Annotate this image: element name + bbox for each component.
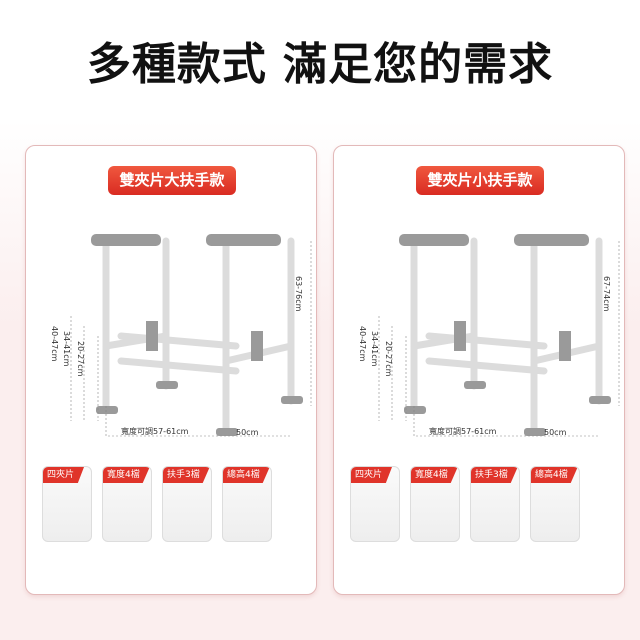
depth-label: 50cm [236,428,259,437]
depth-label: 50cm [544,428,567,437]
height-label-2: 34-41cm [62,331,71,367]
height-label-1: 40-47cm [50,326,59,362]
product-card: 雙夾片小扶手款 40-47cm 34-41cm 20-27cm 67-74cm … [333,145,625,595]
product-image [70,234,312,437]
product-card: 雙夾片大扶手款 40-47cm 34-41cm 20-27cm 63-76cm … [25,145,317,595]
height-label-3: 20-27cm [76,341,85,377]
page-title: 多種款式 滿足您的需求 [86,39,554,90]
feature-thumb: 寬度4檔 [410,466,460,542]
feature-thumb: 扶手3檔 [162,466,212,542]
feature-thumb: 四夾片 [42,466,92,542]
product-image [378,234,620,437]
feature-thumb: 四夾片 [350,466,400,542]
height-label-1: 40-47cm [358,326,367,362]
variant-badge: 雙夾片大扶手款 [108,166,236,195]
height-label-3: 20-27cm [384,341,393,377]
variant-badge: 雙夾片小扶手款 [416,166,544,195]
feature-thumb: 扶手3檔 [470,466,520,542]
feature-thumb: 寬度4檔 [102,466,152,542]
feature-thumb: 總高4檔 [222,466,272,542]
height-label-2: 34-41cm [370,331,379,367]
total-height-label: 67-74cm [602,276,611,312]
width-label: 寬度可調57-61cm [121,427,189,436]
width-label: 寬度可調57-61cm [429,427,497,436]
feature-thumb: 總高4檔 [530,466,580,542]
total-height-label: 63-76cm [294,276,303,312]
